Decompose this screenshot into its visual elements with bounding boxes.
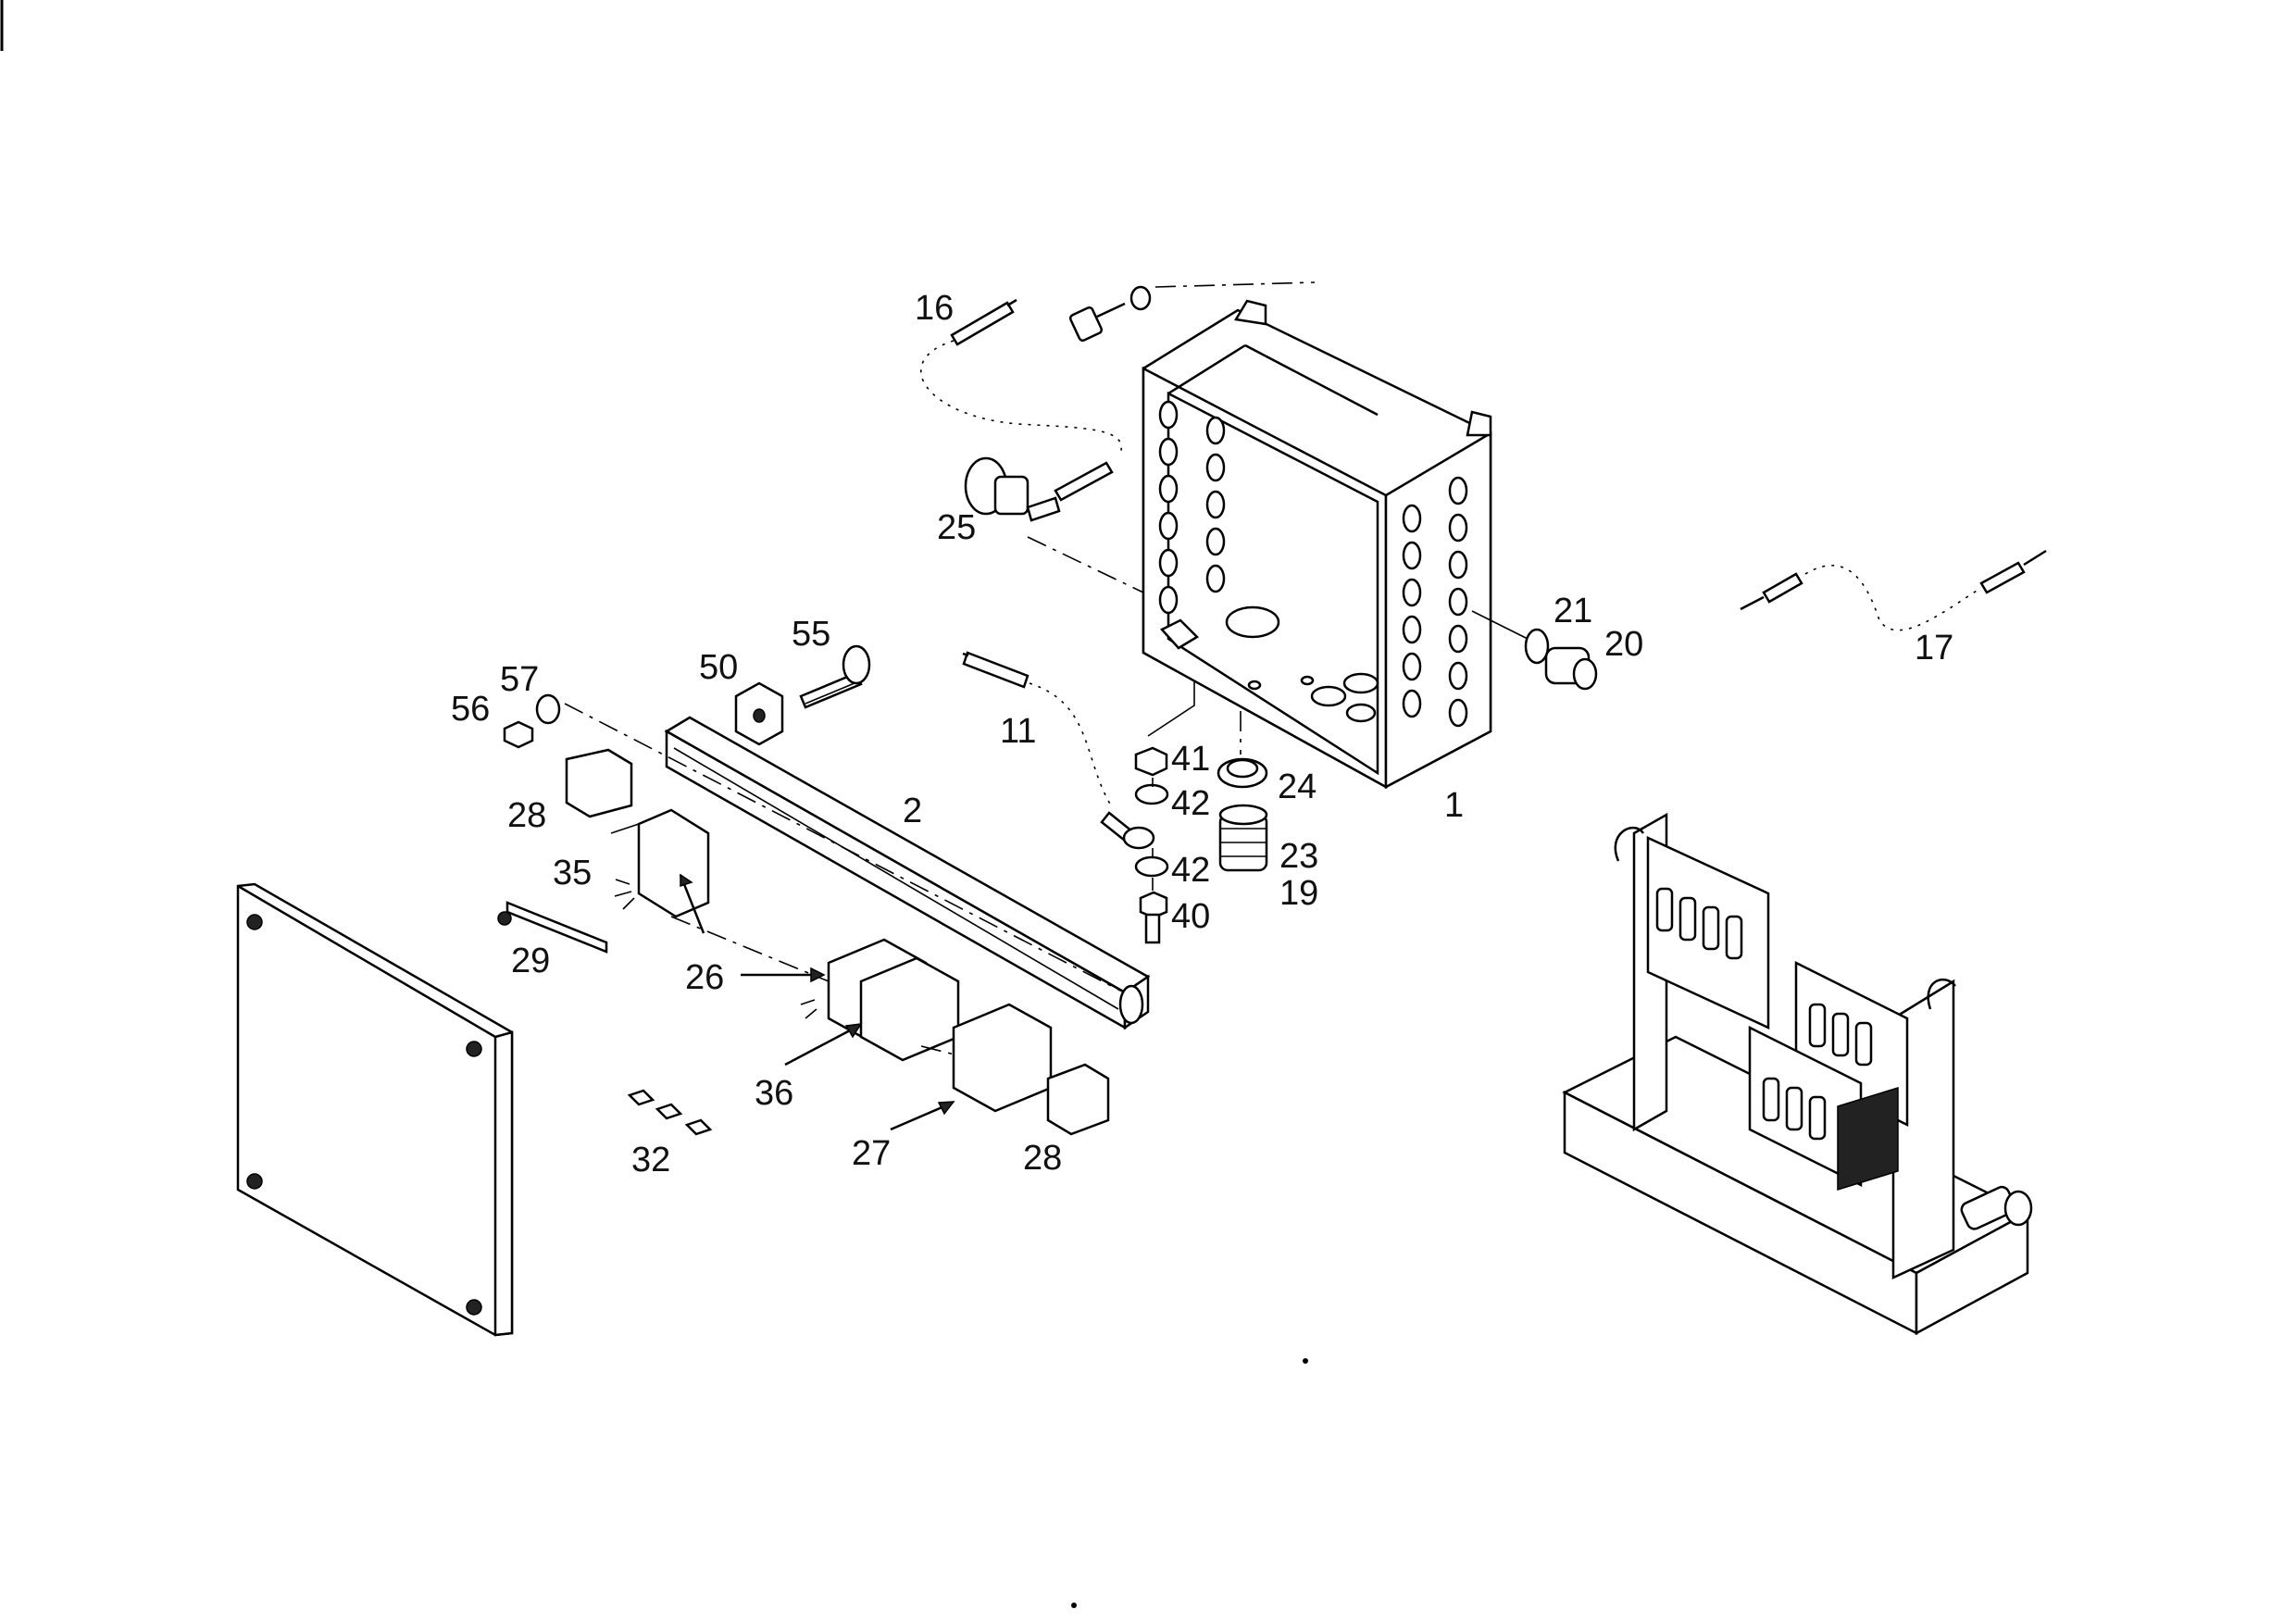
cable-11 (962, 651, 1155, 850)
fittings-stack (1217, 711, 1268, 872)
callout-32: 32 (631, 1141, 670, 1179)
enclosure-floor-holes (1225, 605, 1379, 723)
callout-35: 35 (553, 854, 592, 892)
lift-hooks (1614, 826, 1956, 1010)
callout-56: 56 (451, 690, 490, 729)
callout-40: 40 (1171, 897, 1210, 936)
callout-21: 21 (1554, 592, 1592, 630)
callout-55: 55 (792, 615, 830, 654)
terminal-blocks-26b-36 (800, 938, 960, 1062)
terminal-block-26a (610, 808, 710, 918)
din-rail (664, 716, 1151, 1030)
callout-17: 17 (1915, 629, 1953, 668)
assembled-unit (1562, 812, 2033, 1336)
cover-panel (236, 882, 514, 1337)
lead-17 (1740, 549, 2047, 631)
callouts: 1 2 11 16 17 19 20 21 23 24 25 26 27 28 … (451, 289, 1953, 1179)
side-shaft (1960, 1185, 2033, 1230)
leader-arrows (679, 873, 955, 1131)
callout-28-left: 28 (507, 796, 546, 835)
callout-42-upper: 42 (1171, 784, 1210, 823)
mounting-tabs (1159, 299, 1492, 650)
callout-19: 19 (1279, 874, 1318, 913)
heatsink (1837, 1086, 1899, 1192)
callout-11: 11 (1000, 712, 1036, 751)
hardware-stack (1134, 680, 1195, 944)
callout-1: 1 (1444, 786, 1464, 825)
block-50 (734, 681, 784, 746)
enclosure-box (1142, 299, 1492, 790)
end-stop-28-right (1046, 1063, 1110, 1136)
marker-strip-29 (497, 901, 608, 954)
callout-28-right: 28 (1023, 1139, 1062, 1178)
connector-25 (964, 456, 1144, 593)
terminal-block-27 (952, 1003, 1053, 1113)
callout-20: 20 (1604, 625, 1643, 664)
callout-23: 23 (1279, 837, 1318, 876)
callout-2: 2 (903, 792, 922, 830)
stray-dot (1071, 1603, 1077, 1608)
spark-35 (614, 879, 635, 910)
end-stop-28-left (565, 748, 633, 818)
callout-42-lower: 42 (1171, 851, 1210, 890)
nut-washer-56-57 (503, 693, 1121, 992)
gland-20-21 (1471, 610, 1598, 691)
enclosure-holes-right (1402, 476, 1468, 728)
callout-36: 36 (755, 1074, 793, 1113)
valve-spools (1655, 887, 1873, 1141)
callout-25: 25 (937, 508, 976, 547)
stray-dot (1303, 1358, 1308, 1364)
callout-24: 24 (1278, 767, 1316, 806)
probe-16 (920, 298, 1123, 455)
callout-29: 29 (511, 942, 550, 980)
enclosure-holes-left (1158, 400, 1226, 615)
callout-41: 41 (1171, 740, 1210, 779)
callout-27: 27 (852, 1134, 891, 1173)
callout-26: 26 (685, 958, 724, 997)
dash-lines-blocks (670, 916, 959, 1056)
callout-50: 50 (699, 648, 738, 687)
labels-32 (627, 1089, 713, 1136)
top-screw (1068, 281, 1316, 343)
callout-57: 57 (500, 660, 539, 699)
callout-16: 16 (915, 289, 954, 328)
screw-55 (799, 644, 871, 709)
